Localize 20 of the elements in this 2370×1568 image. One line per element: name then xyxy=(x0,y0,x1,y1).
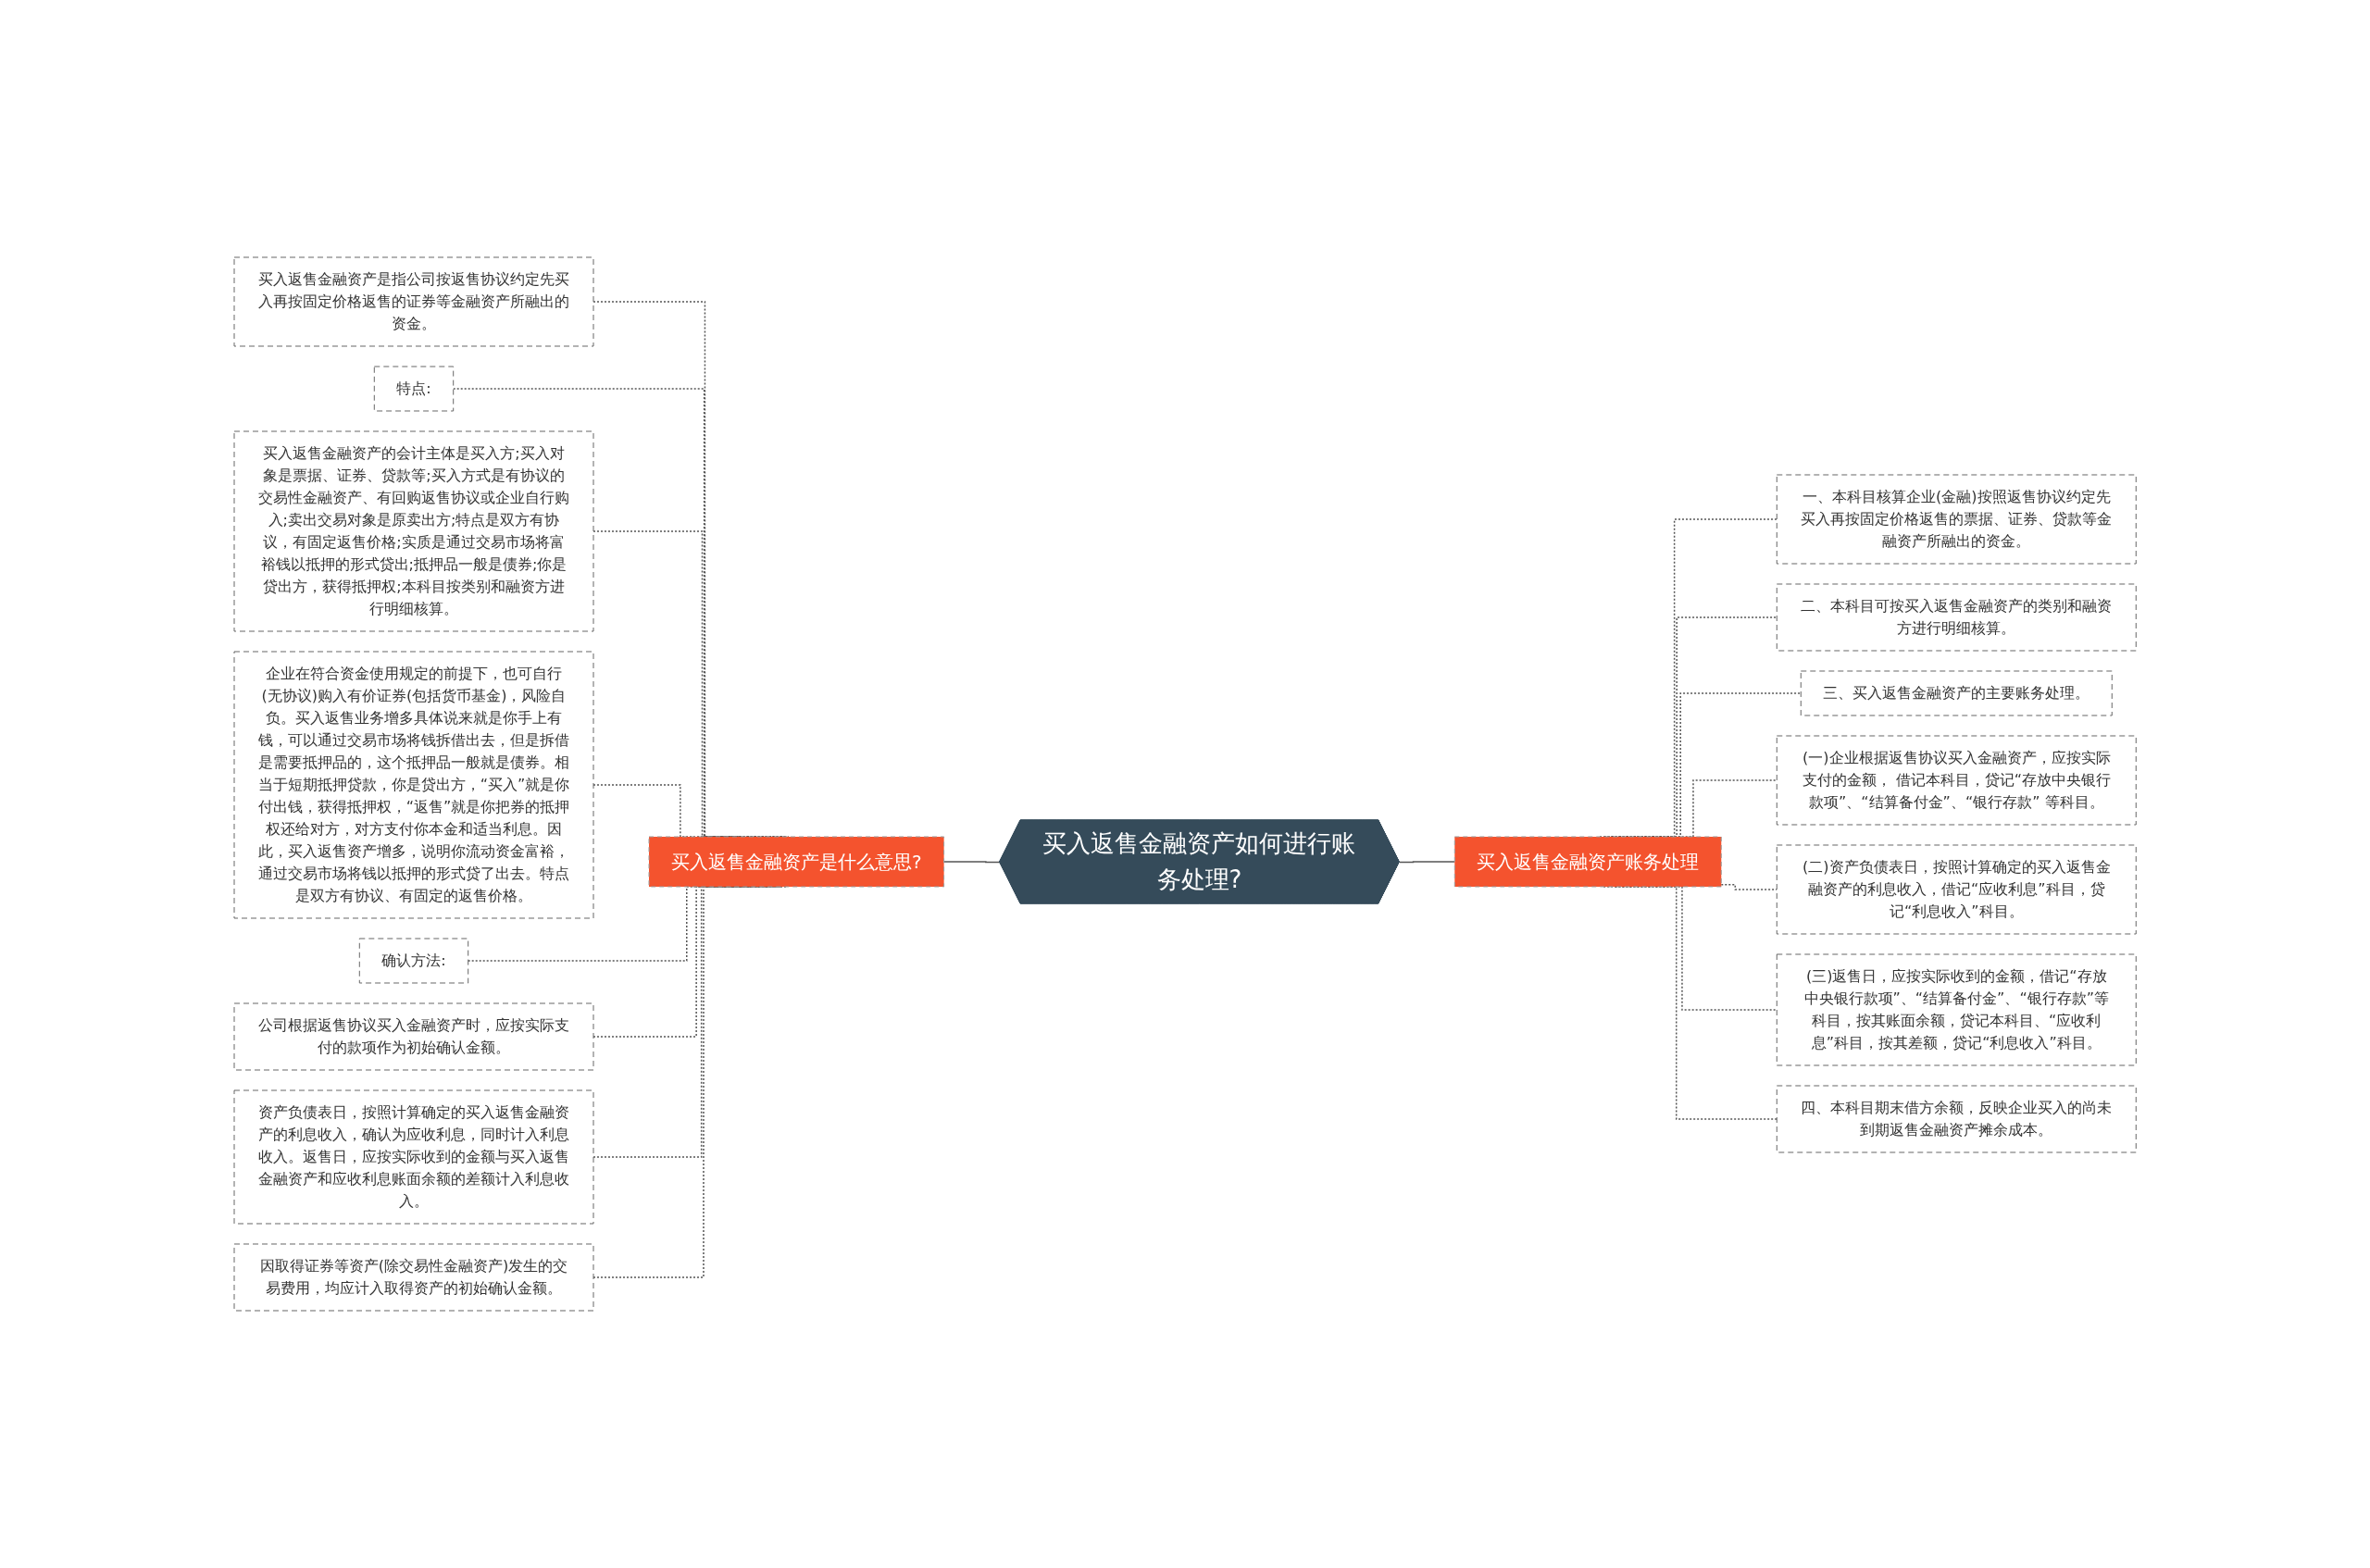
node-box: 确认方法: xyxy=(358,938,469,984)
node-box: 买入返售金融资产是指公司按返售协议约定先买入再按固定价格返售的证券等金融资产所融出的资金。 xyxy=(233,256,594,347)
node-box: 公司根据返售协议买入金融资产时，应按实际支付的款项作为初始确认金额。 xyxy=(233,1002,594,1071)
node-box: 二、本科目可按买入返售金融资产的类别和融资方进行明细核算。 xyxy=(1776,583,2137,652)
node-box: 四、本科目期末借方余额，反映企业买入的尚未到期返售金融资产摊余成本。 xyxy=(1776,1085,2137,1153)
node-box: 买入返售金融资产的会计主体是买入方;买入对象是票据、证券、贷款等;买入方式是有协议的交易性金融资产、有回购返售协议或企业自行购入;卖出交易对象是原卖出方;特点是双方有协议，有固定返售价格;实质是通过交易市场将富裕钱以抵押的形式贷出;抵押品一般是债券;你是贷出方，获得抵押权;本科目按类别和融资方进行明细核算。 xyxy=(233,430,594,632)
node-box: 资产负债表日，按照计算确定的买入返售金融资产的利息收入，确认为应收利息，同时计入利息收入。返售日，应按实际收到的金额与买入返售金融资产和应收利息账面余额的差额计入利息收入。 xyxy=(233,1089,594,1225)
node-box: 买入返售金融资产账务处理 xyxy=(1453,836,1722,888)
connector xyxy=(1398,861,1455,864)
node-box: 买入返售金融资产是什么意思? xyxy=(648,836,944,888)
node-box: 三、买入返售金融资产的主要账务处理。 xyxy=(1800,670,2113,716)
node-box: 因取得证券等资产(除交易性金融资产)发生的交易费用，均应计入取得资产的初始确认金额。 xyxy=(233,1243,594,1312)
connector xyxy=(942,861,1001,864)
node-box: (三)返售日，应按实际收到的金额，借记“存放中央银行款项”、“结算备付金”、“银行存款”等科目，按其账面余额，贷记本科目、“应收利息”科目，按其差额，贷记“利息收入”科目。 xyxy=(1776,953,2137,1066)
node-box: 企业在符合资金使用规定的前提下，也可自行(无协议)购入有价证券(包括货币基金)，风险自负。买入返售业务增多具体说来就是你手上有钱，可以通过交易市场将钱拆借出去，但是拆借是需要抵押品的，这个抵押品一般就是债券。相当于短期抵押贷款，你是贷出方，“买入”就是你付出钱，获得抵押权，“返售”就是你把券的抵押权还给对方，对方支付你本金和适当利息。因此，买入返售资产增多，说明你流动资金富裕，通过交易市场将钱以抵押的形式贷了出去。特点是双方有协议、有固定的返售价格。 xyxy=(233,651,594,919)
node-box: 特点: xyxy=(373,366,455,412)
node-box: (二)资产负债表日，按照计算确定的买入返售金融资产的利息收入，借记“应收利息”科目，贷记“利息收入”科目。 xyxy=(1776,844,2137,935)
node-box: 一、本科目核算企业(金融)按照返售协议约定先买入再按固定价格返售的票据、证券、贷款等金融资产所融出的资金。 xyxy=(1776,474,2137,565)
node-box: (一)企业根据返售协议买入金融资产，应按实际支付的金额， 借记本科目，贷记“存放中央银行款项”、“结算备付金”、“银行存款” 等科目。 xyxy=(1776,735,2137,826)
connector xyxy=(1720,884,1778,890)
